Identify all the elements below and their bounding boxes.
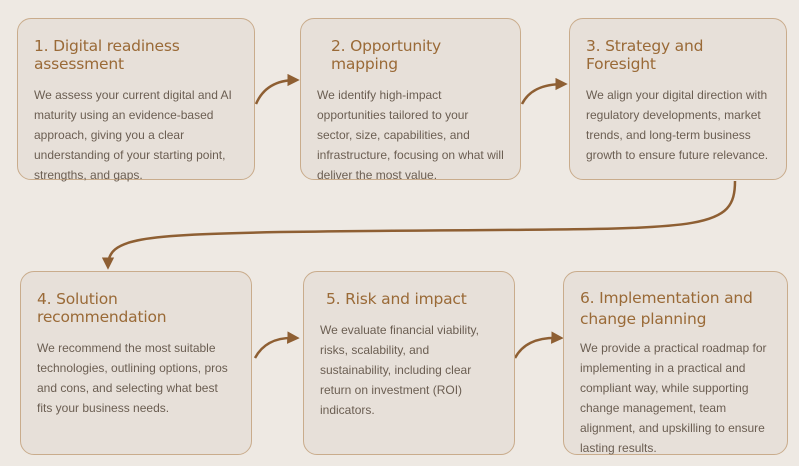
arrow-4-to-5 (253, 331, 300, 359)
step-title: 2. Opportunity mapping (331, 37, 441, 73)
step-description: We align your digital direction with reg… (586, 88, 769, 162)
step-card-1: 1. Digital readiness assessment We asses… (17, 18, 255, 182)
step-title: 6. Implementation and change planning (580, 289, 753, 328)
arrow-2-to-3 (520, 77, 568, 105)
step-card-3: 3. Strategy and Foresight We align your … (569, 18, 787, 180)
step-card-2: 2. Opportunity mapping We identify high-… (300, 18, 521, 182)
step-title: 3. Strategy and Foresight (586, 37, 704, 73)
step-card-5: 5. Risk and impact We evaluate financial… (303, 271, 515, 455)
step-title: 1. Digital readiness assessment (34, 37, 180, 73)
arrow-5-to-6 (513, 331, 564, 359)
step-description: We evaluate financial viability, risks, … (320, 323, 479, 417)
step-description: We identify high-impact opportunities ta… (317, 88, 504, 182)
step-description: We provide a practical roadmap for imple… (580, 341, 767, 455)
step-title: 4. Solution recommendation (37, 290, 167, 326)
arrow-3-to-4 (101, 180, 737, 270)
step-title: 5. Risk and impact (326, 290, 467, 308)
step-card-6: 6. Implementation and change planning We… (563, 271, 788, 455)
step-description: We assess your current digital and AI ma… (34, 88, 232, 182)
step-description: We recommend the most suitable technolog… (37, 341, 228, 415)
step-card-4: 4. Solution recommendation We recommend … (20, 271, 252, 455)
arrow-1-to-2 (254, 73, 300, 105)
